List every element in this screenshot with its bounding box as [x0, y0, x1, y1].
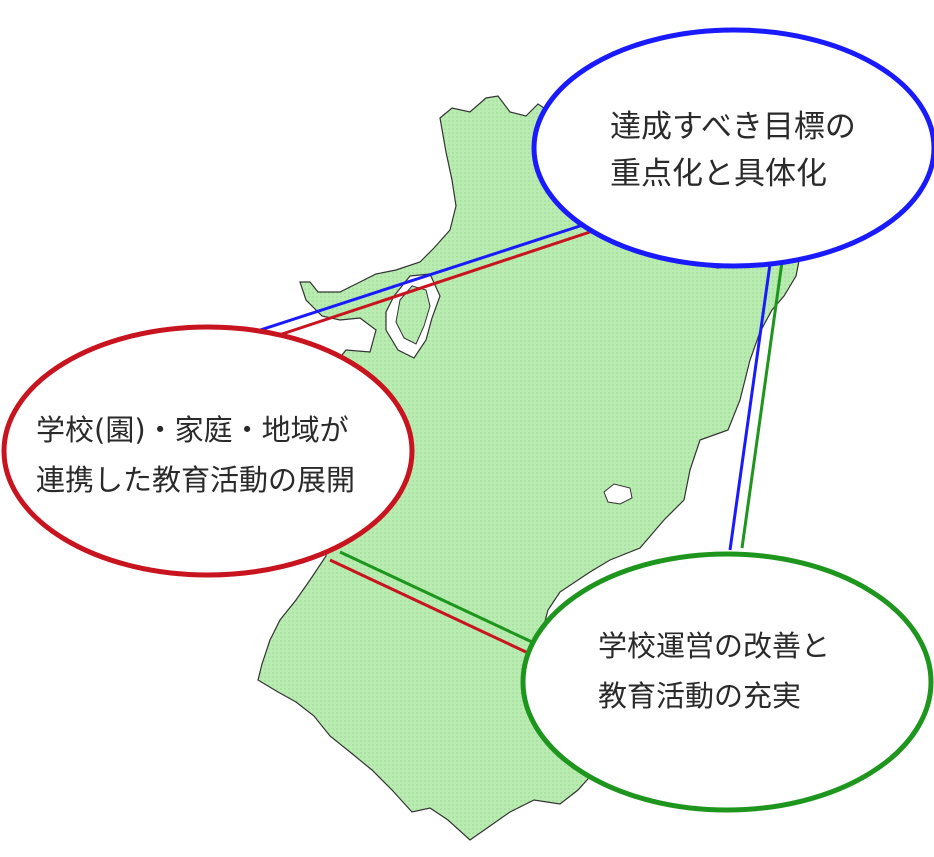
connector-goals-school — [728, 261, 784, 551]
node-goals-line-1: 達成すべき目標の — [610, 109, 856, 145]
node-community-line-1: 学校(園)・家庭・地域が — [36, 413, 349, 447]
connector-line — [257, 228, 597, 344]
node-community-line-2: 連携した教育活動の展開 — [36, 463, 355, 497]
connector-community-school — [329, 550, 533, 654]
node-community-ellipse — [1, 324, 415, 578]
map-island-inner — [395, 285, 431, 345]
connector-line — [728, 263, 772, 551]
node-goals: 達成すべき目標の 重点化と具体化 — [531, 27, 934, 269]
node-school: 学校運営の改善と 教育活動の充実 — [520, 551, 934, 813]
node-community: 学校(園)・家庭・地域が 連携した教育活動の展開 — [1, 324, 415, 578]
connector-line — [339, 550, 533, 644]
connector-goals-community — [247, 222, 597, 344]
map-lake — [603, 483, 633, 505]
node-goals-ellipse — [531, 27, 934, 269]
connector-line — [247, 222, 587, 336]
node-school-ellipse — [520, 551, 934, 813]
node-school-line-2: 教育活動の充実 — [598, 679, 801, 713]
connector-line — [329, 558, 527, 654]
node-school-line-1: 学校運営の改善と — [598, 629, 830, 663]
connector-line — [740, 261, 784, 549]
node-goals-line-2: 重点化と具体化 — [610, 156, 827, 192]
